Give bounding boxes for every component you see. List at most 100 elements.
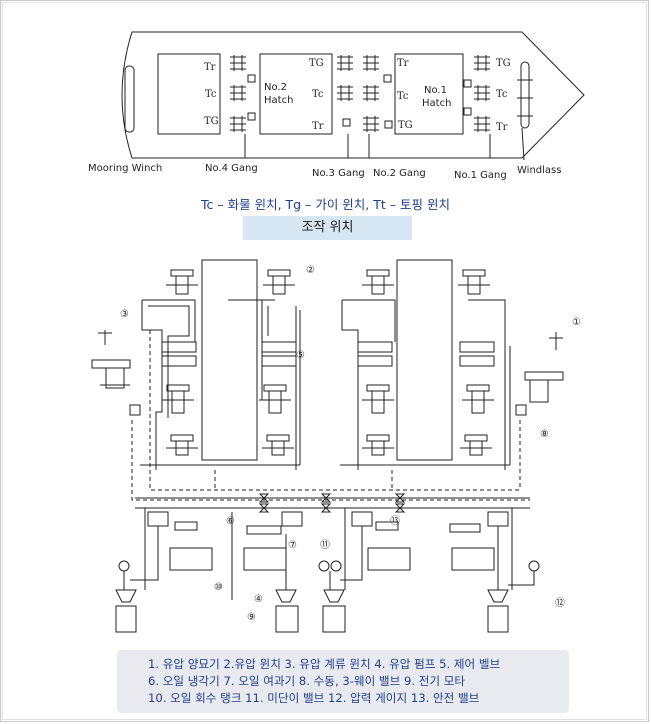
ship-labels: Tr Tc TG TG Tc Tr Tr Tc TG TG Tc Tr No.2… [88,58,561,181]
callout-2: ② [306,265,315,276]
hatch-no2 [259,53,333,135]
windlass-gear [524,371,564,381]
winch-unit [162,384,194,414]
winch-unit [362,384,394,414]
pressure-gauge [528,560,540,572]
label-tr: Tr [312,121,324,132]
hatch-block-right [396,259,453,461]
winch-symbol [230,55,246,71]
hatch1-line1: No.1 [424,85,447,96]
label-tg: TG [309,58,324,69]
winch-symbol [230,116,246,132]
control-box-symbol [247,112,256,121]
winch-symbol [337,55,353,71]
winch-unit [166,269,198,295]
control-box-symbol [463,107,472,116]
control-box-symbol [342,118,351,127]
oil-tank [451,547,495,571]
label-tr: Tr [397,58,409,69]
control-box-symbol [247,74,256,83]
electric-motor [115,605,137,633]
winch-unit [362,434,394,456]
callout-10: ⑩ [214,582,223,593]
callout-12: ⑫ [555,597,565,609]
legend-line-1: 1. 유압 양묘기 2.유압 윈치 3. 유압 계류 윈치 4. 유압 펌프 5… [148,657,501,671]
label-tr: Tr [496,122,508,133]
hatch-no1 [394,53,464,135]
control-box-symbol [383,74,392,83]
oil-tank [367,547,411,571]
gang4-label: No.4 Gang [205,163,258,174]
winch-symbol [363,116,379,132]
callout-6: ⑥ [226,516,235,527]
hydraulic-schematic [91,259,564,633]
callout-5: ⑤ [296,350,305,361]
electric-motor [487,605,509,633]
callout-3: ③ [120,309,129,320]
callout-13: ⑬ [390,515,400,527]
winch-unit [262,434,294,456]
control-box-symbol [384,120,393,129]
callout-8: ⑧ [540,429,549,440]
winch-unit [263,269,295,295]
electric-motor [275,605,299,633]
label-tc: Tc [205,89,217,100]
hatch2-line1: No.2 [264,82,287,93]
winch-symbol [337,85,353,101]
pressure-gauge [318,560,330,572]
winch-unit [166,434,198,456]
control-box-symbol [463,79,472,88]
winch-symbol [474,55,490,71]
winch-unit [458,269,490,295]
winch-unit [462,384,494,414]
label-tg: TG [204,116,219,127]
winch-unit [362,269,394,295]
gang1-label: No.1 Gang [454,170,507,181]
windlass-shape [520,61,530,129]
three-way-valve-right [515,404,527,416]
label-tr: Tr [204,62,216,73]
pressure-gauge [118,560,130,572]
callout-7: ⑦ [288,540,297,551]
pressure-gauge [330,560,342,572]
gang2-label: No.2 Gang [373,168,426,179]
winch-symbol [474,85,490,101]
winch-symbol [363,55,379,71]
label-tc: Tc [496,89,508,100]
winch-unit [460,434,492,456]
hatch-no4 [157,53,221,135]
mooring-winch-gear [91,359,131,369]
winch-symbols [230,55,490,132]
ship-plan [121,31,585,161]
callout-1: ① [572,317,581,328]
hatch2-line2: Hatch [264,95,293,106]
legend-line-2: 6. 오일 냉각기 7. 오일 여과기 8. 수동, 3-웨이 밸브 9. 전기… [148,674,466,688]
three-way-valve-left [129,404,141,416]
oil-cooler [246,525,282,535]
electric-motor [322,605,346,633]
oil-tank [169,547,213,571]
legend-box [117,650,569,713]
mooring-winch-shape [124,65,135,133]
label-tc: Tc [312,89,324,100]
operating-position-banner: 조작 위치 [243,216,412,240]
hatch-block-left [201,259,258,461]
winch-symbol [230,85,246,101]
callouts: ① ② ③ ④ ⑤ ⑥ ⑦ ⑧ ⑨ ⑩ ⑪ ⑫ ⑬ [120,265,581,623]
winch-abbreviation-caption: Tc – 화물 윈치, Tg – 가이 윈치, Tt – 토핑 윈치 [201,197,450,212]
callout-9: ⑨ [247,612,256,623]
hatch1-line2: Hatch [422,98,451,109]
legend-line-3: 10. 오일 회수 탱크 11. 미단이 밸브 12. 압력 게이지 13. 안… [148,691,480,705]
winch-symbol [363,85,379,101]
mooring-winch-label: Mooring Winch [88,163,162,174]
winch-symbol [474,116,490,132]
label-tc: Tc [397,91,409,102]
label-tg: TG [496,58,511,69]
callout-4: ④ [254,594,263,605]
label-tg: TG [398,120,413,131]
hull-outline [121,31,585,159]
oil-return-tank [243,547,287,571]
